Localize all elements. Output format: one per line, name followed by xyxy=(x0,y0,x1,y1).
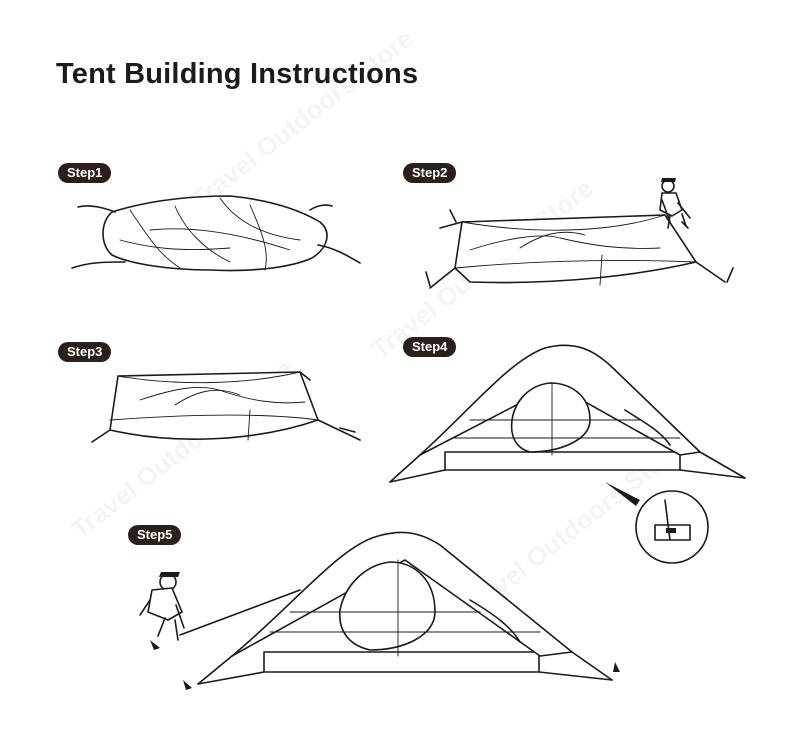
guy-line xyxy=(77,205,116,213)
step3-badge: Step3 xyxy=(58,342,112,362)
guy-line xyxy=(309,204,333,211)
arrow-icon xyxy=(150,640,160,650)
stretched-tent-body xyxy=(109,371,319,440)
guy-line xyxy=(317,244,361,264)
arrow-icon xyxy=(613,662,620,672)
tent-fly xyxy=(419,344,701,456)
flat-tent-body xyxy=(454,214,697,284)
arrow-icon xyxy=(183,680,192,690)
tent-fly xyxy=(231,531,573,657)
person-crouching-icon xyxy=(659,178,691,229)
step4-badge: Step4 xyxy=(403,337,457,357)
guy-line xyxy=(71,261,126,269)
folded-tent-bundle xyxy=(102,195,328,272)
callout-arrow xyxy=(605,482,640,506)
peg-detail-circle xyxy=(635,490,709,564)
step5-badge: Step5 xyxy=(128,525,182,545)
step2-badge: Step2 xyxy=(403,163,457,183)
page-title: Tent Building Instructions xyxy=(56,58,419,90)
step1-badge: Step1 xyxy=(58,163,112,183)
tent-floor xyxy=(444,451,681,471)
tent-floor xyxy=(263,651,540,673)
person-crouching-icon xyxy=(139,572,185,641)
